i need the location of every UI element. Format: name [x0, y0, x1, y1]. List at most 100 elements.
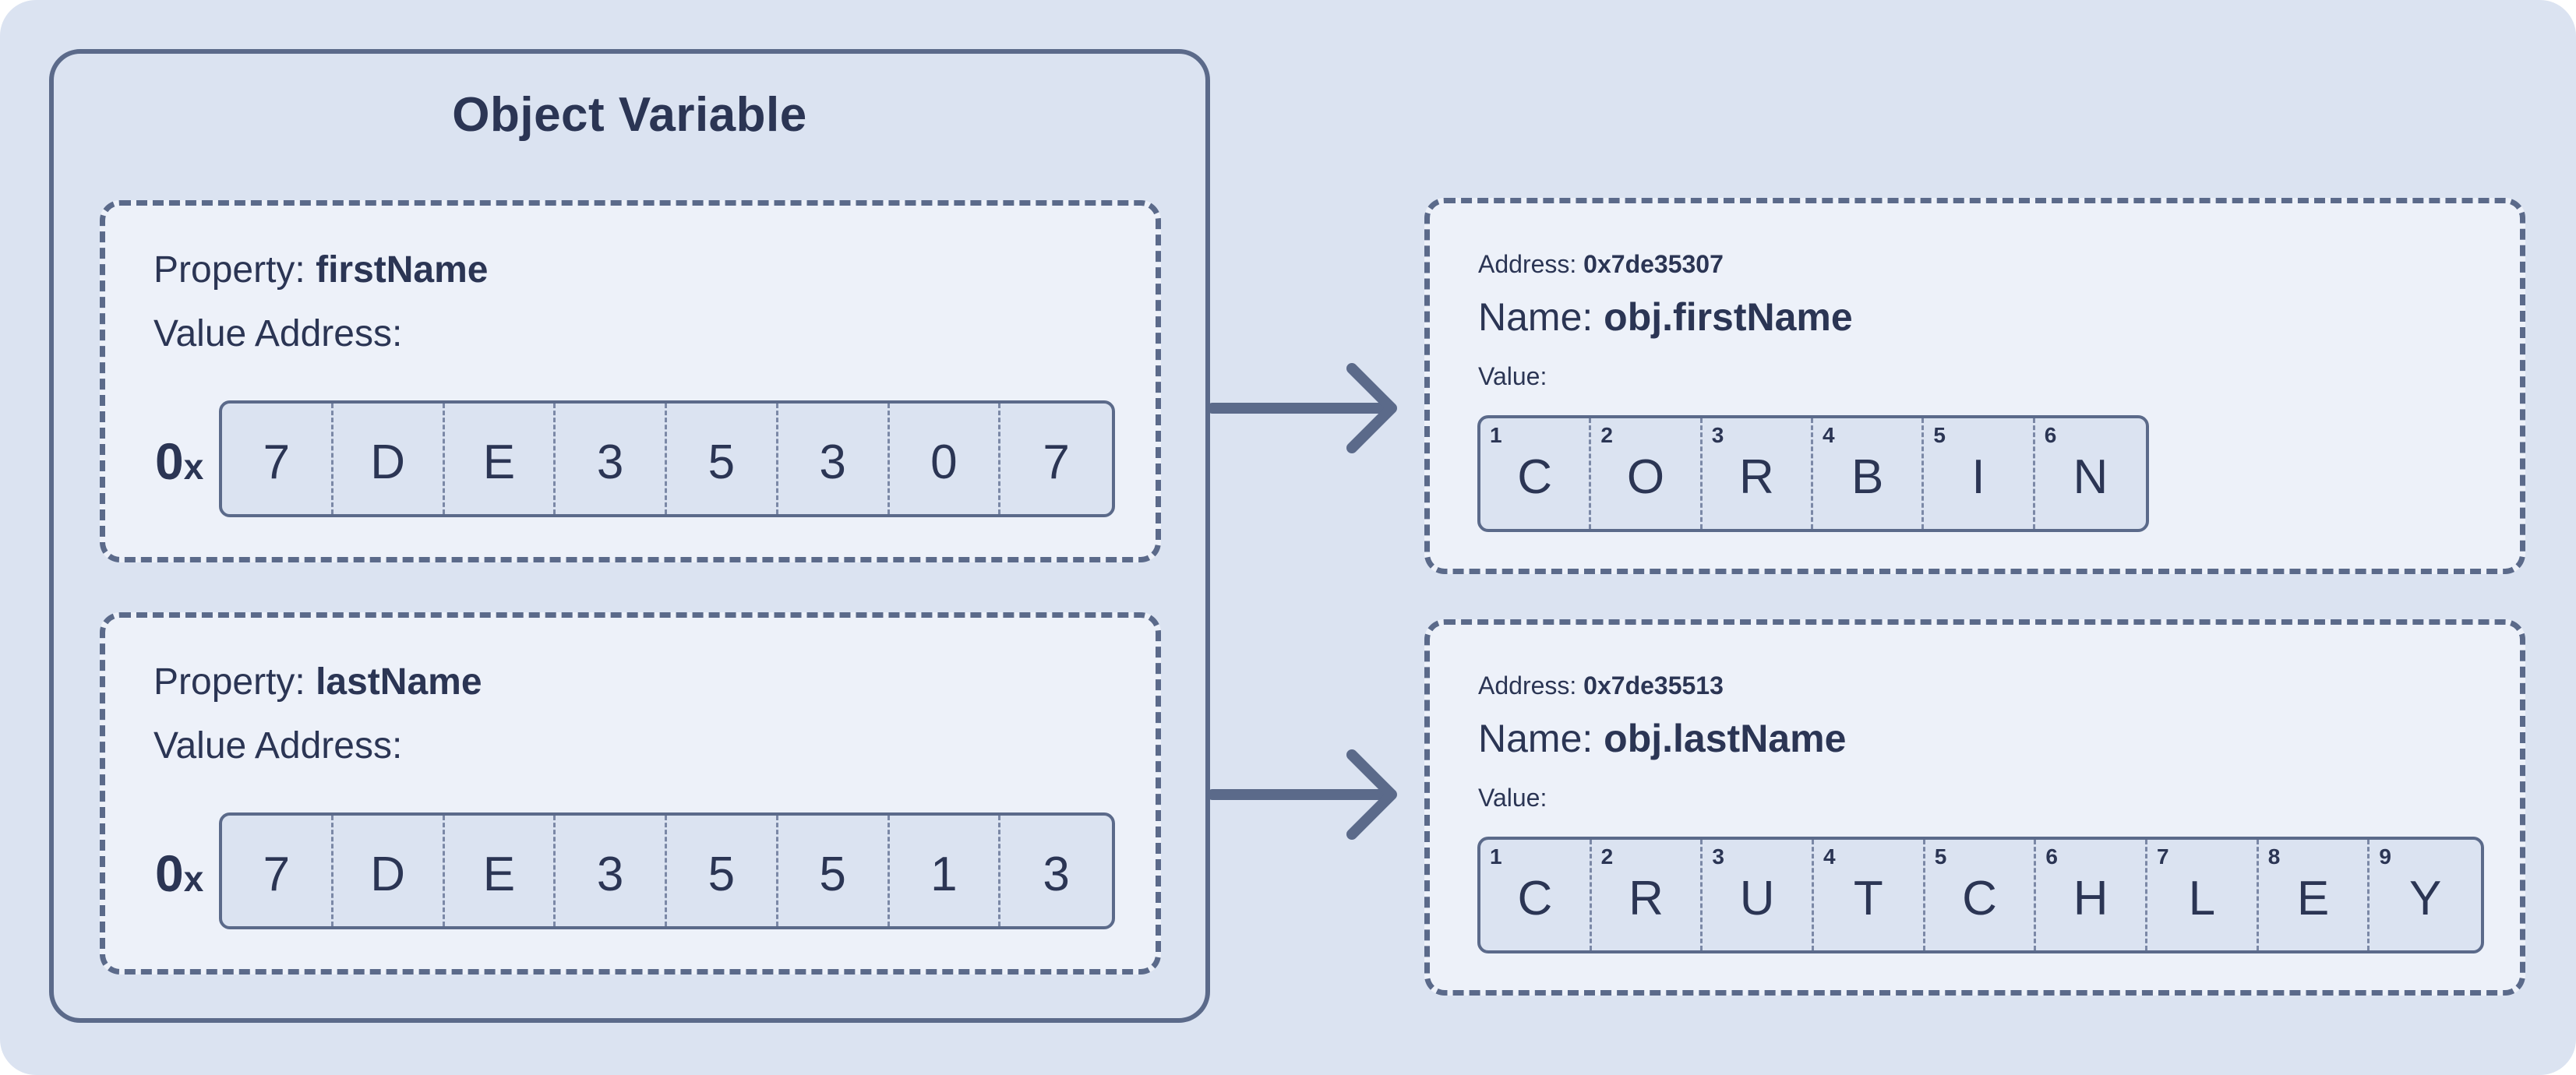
char: R	[1738, 449, 1774, 504]
memory-name-value: obj.lastName	[1604, 717, 1847, 760]
property-label: Property:	[154, 249, 316, 291]
digit-cell: 3	[1000, 816, 1112, 926]
digit: 0	[930, 435, 958, 489]
char-index: 1	[1490, 423, 1502, 447]
value-address-label: Value Address:	[154, 313, 403, 354]
object-variable-frame	[49, 49, 1210, 1023]
char-index: 3	[1711, 423, 1724, 447]
char: U	[1739, 871, 1775, 925]
hex-prefix: 0x	[155, 432, 203, 491]
digit-cell: 7	[1000, 404, 1112, 514]
char-index: 7	[2157, 844, 2169, 869]
digit: 3	[596, 435, 624, 489]
digit: 7	[1043, 435, 1070, 489]
arrow-right-icon	[1207, 749, 1397, 840]
property-label: Property:	[154, 661, 316, 703]
property-box-lastname: Property: lastName Value Address: 0x 7 D…	[100, 612, 1161, 975]
digit: 5	[708, 435, 736, 489]
char-index: 4	[1823, 423, 1835, 447]
char: Y	[2409, 871, 2442, 925]
digit-cell: 3	[556, 816, 667, 926]
char: C	[1517, 871, 1553, 925]
memory-value-label: Value:	[1478, 362, 1547, 390]
char: C	[1962, 871, 1997, 925]
char: N	[2073, 449, 2108, 504]
char-index: 9	[2379, 844, 2391, 869]
char-index: 4	[1823, 844, 1836, 869]
property-line: Property: lastName	[154, 661, 482, 703]
digit: D	[370, 847, 406, 901]
char: B	[1851, 449, 1884, 504]
hex-prefix-zero: 0	[155, 844, 184, 902]
memory-value-label: Value:	[1478, 784, 1547, 812]
char: R	[1629, 871, 1664, 925]
char-index: 6	[2044, 423, 2057, 447]
hex-prefix-zero: 0	[155, 432, 184, 490]
memory-address-label: Address:	[1478, 671, 1584, 700]
char-index: 6	[2045, 844, 2058, 869]
char: H	[2073, 871, 2108, 925]
digit-cell: 1	[890, 816, 1001, 926]
memory-name-label: Name:	[1478, 717, 1604, 760]
char: O	[1626, 449, 1665, 504]
char: C	[1517, 449, 1553, 504]
digit: 3	[819, 435, 846, 489]
property-box-firstname: Property: firstName Value Address: 0x 7 …	[100, 200, 1161, 562]
value-address-label: Value Address:	[154, 725, 403, 767]
digit: 5	[819, 847, 846, 901]
char-index: 5	[1933, 423, 1946, 447]
digit-cell: E	[445, 404, 556, 514]
arrow-right-icon	[1207, 363, 1397, 453]
char-index: 2	[1600, 423, 1613, 447]
digit: 3	[596, 847, 624, 901]
char: I	[1971, 449, 1985, 504]
digit: E	[482, 435, 516, 489]
char: E	[2296, 871, 2330, 925]
memory-address-label: Address:	[1478, 250, 1584, 278]
object-variable-title: Object Variable	[452, 88, 807, 142]
char-index: 2	[1600, 844, 1614, 869]
memory-box-firstname: Address: 0x7de35307 Name: obj.firstName …	[1424, 198, 2525, 574]
address-digit-cells: 7 D E 3 5 3 0 7	[219, 400, 1115, 517]
char-index: 1	[1490, 844, 1502, 869]
digit-cell: 3	[556, 404, 667, 514]
digit-cell: D	[333, 404, 445, 514]
digit: 3	[1043, 847, 1070, 901]
memory-box-lastname: Address: 0x7de35513 Name: obj.lastName V…	[1424, 619, 2525, 996]
digit-cell: 5	[667, 404, 778, 514]
memory-name-label: Name:	[1478, 295, 1604, 339]
digit-cell: D	[333, 816, 445, 926]
digit-cell: 0	[890, 404, 1001, 514]
property-line: Property: firstName	[154, 248, 489, 291]
memory-name: Name: obj.lastName	[1478, 716, 1846, 761]
char: T	[1853, 871, 1883, 925]
digit-cell: E	[445, 816, 556, 926]
property-name: firstName	[316, 249, 489, 291]
char: L	[2188, 871, 2216, 925]
digit: 5	[708, 847, 736, 901]
property-name: lastName	[316, 661, 482, 703]
char-index: 8	[2267, 844, 2281, 869]
memory-address-value: 0x7de35513	[1583, 671, 1724, 700]
hex-prefix-x: x	[183, 446, 204, 487]
memory-address: Address: 0x7de35513	[1478, 671, 1724, 700]
address-digit-cells: 7 D E 3 5 5 1 3	[219, 812, 1115, 929]
memory-name-value: obj.firstName	[1604, 295, 1853, 339]
